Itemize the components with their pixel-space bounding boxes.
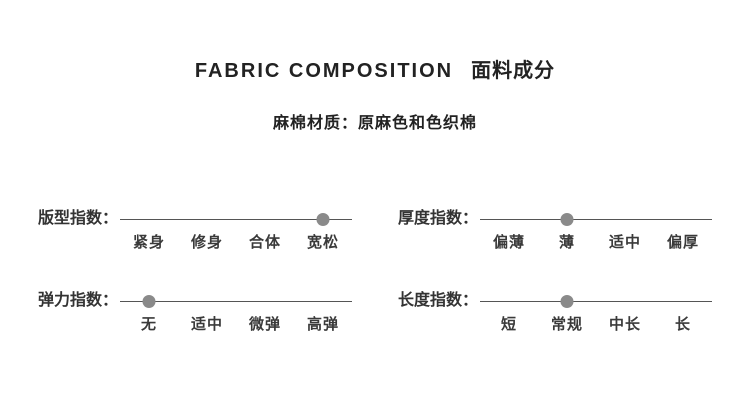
scale-line (480, 301, 712, 302)
scale-option-4: 长 (675, 316, 692, 333)
scale-option-4: 高弹 (307, 316, 340, 333)
scale-line (120, 219, 352, 220)
scale-option-4: 偏厚 (667, 234, 700, 251)
metric-label: 厚度指数： (398, 210, 479, 227)
scale-dot-indicator (142, 295, 156, 308)
scale-option-2: 薄 (559, 234, 576, 251)
metric-row-1: 版型指数： 紧身 修身 合体 宽松 (38, 209, 352, 257)
scale-options: 偏薄 薄 适中 偏厚 (480, 231, 712, 252)
scale-option-4: 宽松 (307, 234, 340, 251)
metric-label: 版型指数： (38, 210, 119, 227)
metric-scale: 偏薄 薄 适中 偏厚 (480, 209, 712, 257)
metric-label: 长度指数： (398, 292, 479, 309)
metric-label: 弹力指数： (38, 292, 119, 309)
scale-option-3: 微弹 (249, 316, 282, 333)
metrics-grid: 版型指数：紧身修身合体宽松厚度指数：偏薄薄适中偏厚弹力指数：无适中微弹高弹长度指… (0, 209, 750, 339)
scale-dot-indicator (316, 213, 330, 226)
scale-option-1: 短 (501, 316, 518, 333)
scale-option-1: 偏薄 (493, 234, 526, 251)
metric-row-2: 厚度指数： 偏薄 薄 适中 偏厚 (398, 209, 712, 257)
scale-option-1: 紧身 (133, 234, 166, 251)
metric-row-3: 弹力指数： 无 适中 微弹 高弹 (38, 291, 352, 339)
metric-scale: 无 适中 微弹 高弹 (120, 291, 352, 339)
scale-dot-indicator (560, 213, 574, 226)
metric-scale: 紧身 修身 合体 宽松 (120, 209, 352, 257)
scale-options: 短 常规 中长 长 (480, 313, 712, 334)
scale-dot-indicator (560, 295, 574, 308)
material-subtitle: 麻棉材质：原麻色和色织棉 (272, 115, 477, 132)
metric-row-4: 长度指数： 短 常规 中长 长 (398, 291, 712, 339)
scale-option-3: 中长 (609, 316, 642, 333)
scale-option-2: 适中 (191, 316, 224, 333)
scale-line (120, 301, 352, 302)
title-chinese: 面料成分 (471, 60, 556, 82)
section-title: FABRIC COMPOSITION 面料成分 (0, 54, 750, 83)
scale-options: 紧身 修身 合体 宽松 (120, 231, 352, 252)
scale-option-2: 常规 (551, 316, 584, 333)
scale-option-3: 适中 (609, 234, 642, 251)
title-english: FABRIC COMPOSITION (194, 60, 454, 82)
metric-scale: 短 常规 中长 长 (480, 291, 712, 339)
scale-options: 无 适中 微弹 高弹 (120, 313, 352, 334)
scale-option-3: 合体 (249, 234, 282, 251)
scale-option-2: 修身 (191, 234, 224, 251)
header: FABRIC COMPOSITION 面料成分 麻棉材质：原麻色和色织棉 (0, 0, 750, 133)
scale-line (480, 219, 712, 220)
scale-option-1: 无 (141, 316, 158, 333)
